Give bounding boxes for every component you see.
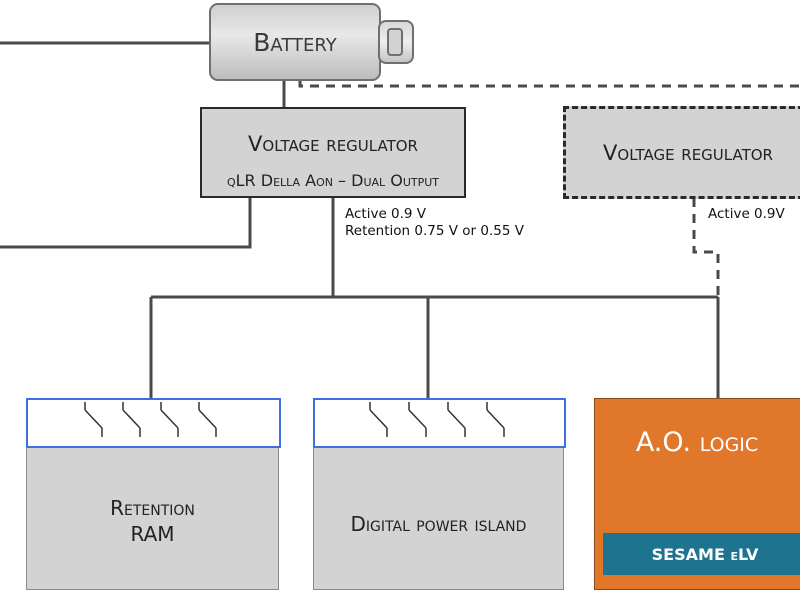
digital-power-island-label: Digital power island <box>350 512 527 536</box>
digital-power-island-block: Digital power island <box>313 398 566 590</box>
battery-label: Battery <box>253 27 337 57</box>
retention-ram-block: Retention RAM <box>26 398 281 590</box>
retention-ram-label-line1: Retention <box>110 496 195 520</box>
power-switches-icon <box>84 402 217 437</box>
dashed-wire-regulator2-to-ao <box>692 198 720 297</box>
ao-logic-title: A.O. logic <box>635 427 759 458</box>
battery-terminal-cap <box>387 28 403 56</box>
battery: Battery <box>209 3 381 81</box>
regulator-secondary-note: Active 0.9V <box>708 206 785 222</box>
power-switch-bar <box>26 398 281 448</box>
regulator-secondary-title: Voltage regulator <box>603 140 773 165</box>
sesame-elv-badge: SESAME eLV <box>603 533 800 575</box>
power-switch-bar <box>313 398 566 448</box>
regulator-main-note-active: Active 0.9 V <box>345 206 427 222</box>
regulator-main-note-retention: Retention 0.75 V or 0.55 V <box>345 223 524 239</box>
regulator-main-title: Voltage regulator <box>248 132 418 156</box>
dashed-wire-battery-to-regulator2 <box>298 80 800 88</box>
power-switches-icon <box>369 402 505 437</box>
retention-ram-label-line2: RAM <box>130 522 175 546</box>
wire-regulator-left-out <box>0 197 252 249</box>
regulator-main-subtitle: qLR Della Aon – Dual Output <box>226 171 440 190</box>
regulator-main-note: Active 0.9 V Retention 0.75 V or 0.55 V <box>345 206 524 240</box>
retention-ram-label: Retention RAM <box>27 495 278 547</box>
voltage-regulator-secondary: Voltage regulator <box>563 106 800 199</box>
ao-logic-block: A.O. logic SESAME eLV <box>594 398 800 590</box>
voltage-regulator-main: Voltage regulator qLR Della Aon – Dual O… <box>200 107 466 198</box>
